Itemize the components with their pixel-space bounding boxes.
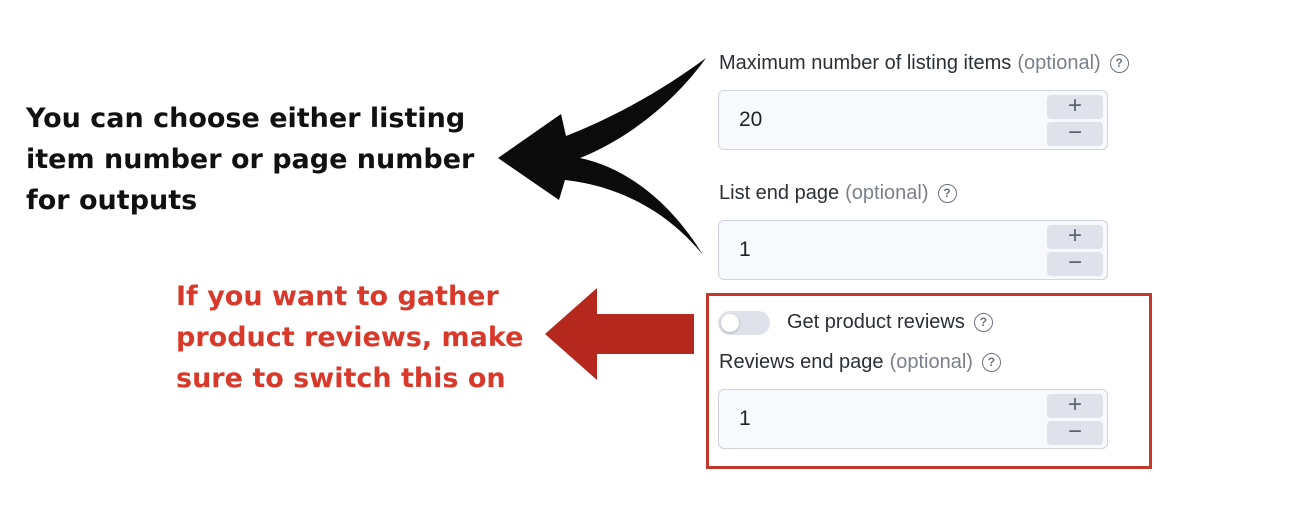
minus-icon: − (1067, 119, 1082, 146)
reviews-highlight-box (706, 293, 1152, 469)
reviews-end-page-label: Reviews end page (719, 351, 884, 373)
max-items-value[interactable]: 20 (739, 108, 763, 131)
help-circle-icon[interactable]: ? (981, 353, 1001, 372)
max-items-field[interactable]: 20 + − (718, 90, 1108, 150)
plus-icon: + (1067, 391, 1082, 418)
curved-black-arrow (498, 58, 706, 255)
get-reviews-toggle[interactable] (718, 311, 770, 335)
help-circle-icon[interactable]: ? (1109, 54, 1129, 73)
list-end-page-value[interactable]: 1 (739, 238, 751, 261)
annotation-reviews-note: If you want to gather product reviews, m… (176, 281, 524, 394)
minus-icon: − (1067, 418, 1082, 445)
help-circle-icon[interactable]: ? (973, 313, 993, 332)
reviews-end-page-label-row: Reviews end page (optional) ? (719, 351, 1001, 374)
red-left-arrow (545, 288, 694, 380)
max-items-label-row: Maximum number of listing items (optiona… (719, 52, 1129, 75)
max-items-optional: (optional) (1017, 52, 1101, 74)
list-end-page-increment-button[interactable]: + (1047, 222, 1103, 249)
list-end-page-decrement-button[interactable]: − (1047, 249, 1103, 276)
reviews-end-page-optional: (optional) (889, 351, 973, 373)
max-items-increment-button[interactable]: + (1047, 92, 1103, 119)
reviews-end-page-decrement-button[interactable]: − (1047, 418, 1103, 445)
minus-icon: − (1067, 249, 1082, 276)
help-circle-icon[interactable]: ? (937, 184, 957, 203)
plus-icon: + (1067, 92, 1082, 119)
list-end-page-label-row: List end page (optional) ? (719, 182, 957, 205)
toggle-knob (721, 314, 739, 332)
reviews-end-page-field[interactable]: 1 + − (718, 389, 1108, 449)
plus-icon: + (1067, 222, 1082, 249)
max-items-label: Maximum number of listing items (719, 52, 1012, 74)
get-reviews-label-row: Get product reviews ? (787, 311, 993, 334)
reviews-end-page-increment-button[interactable]: + (1047, 391, 1103, 418)
reviews-end-page-value[interactable]: 1 (739, 407, 751, 430)
annotation-listing-note: You can choose either listing item numbe… (26, 103, 475, 216)
max-items-decrement-button[interactable]: − (1047, 119, 1103, 146)
list-end-page-optional: (optional) (845, 182, 929, 204)
get-reviews-label: Get product reviews (787, 311, 965, 333)
list-end-page-label: List end page (719, 182, 840, 204)
list-end-page-field[interactable]: 1 + − (718, 220, 1108, 280)
